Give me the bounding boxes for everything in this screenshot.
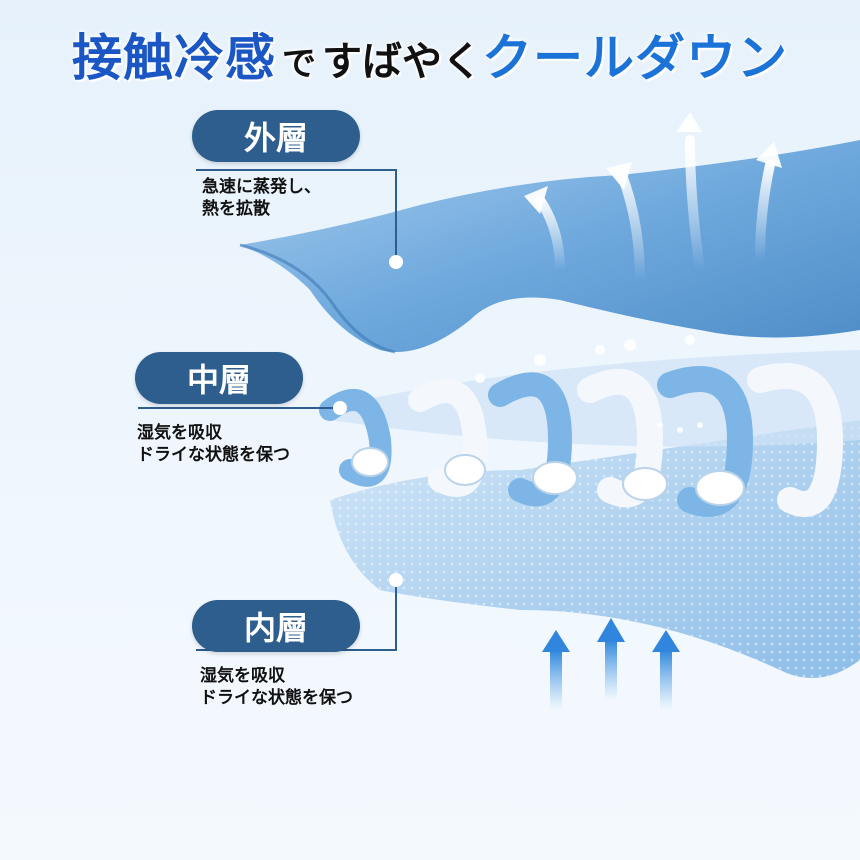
middle-layer-coils <box>319 335 860 517</box>
headline-part-1: 接触冷感 <box>72 29 276 87</box>
headline: 接触冷感ですばやくクールダウン <box>0 18 860 90</box>
outer-layer-description: 急速に蒸発し、 熱を拡散 <box>202 176 321 220</box>
inner-layer-description: 湿気を吸収 ドライな状態を保つ <box>200 665 353 709</box>
middle-layer-label: 中層 <box>135 352 303 404</box>
outer-layer-desc-line-1: 急速に蒸発し、 <box>202 177 321 197</box>
outer-layer-desc-line-2: 熱を拡散 <box>202 199 270 219</box>
outer-layer-sheet <box>239 140 860 354</box>
callout-dots <box>333 255 403 587</box>
headline-part-3: すばやく <box>322 39 482 85</box>
inner-layer-sheet <box>330 420 860 678</box>
inner-layer-label: 内層 <box>192 600 360 652</box>
middle-layer-desc-line-1: 湿気を吸収 <box>137 423 222 443</box>
headline-part-4: クールダウン <box>482 29 788 87</box>
middle-layer-description: 湿気を吸収 ドライな状態を保つ <box>137 422 290 466</box>
outer-layer-label: 外層 <box>192 110 360 162</box>
upward-airflow-arrows <box>542 618 680 710</box>
middle-layer-desc-line-2: ドライな状態を保つ <box>137 445 290 465</box>
inner-layer-desc-line-1: 湿気を吸収 <box>200 666 285 686</box>
inner-layer-desc-line-2: ドライな状態を保つ <box>200 688 353 708</box>
headline-part-2: で <box>282 44 316 84</box>
